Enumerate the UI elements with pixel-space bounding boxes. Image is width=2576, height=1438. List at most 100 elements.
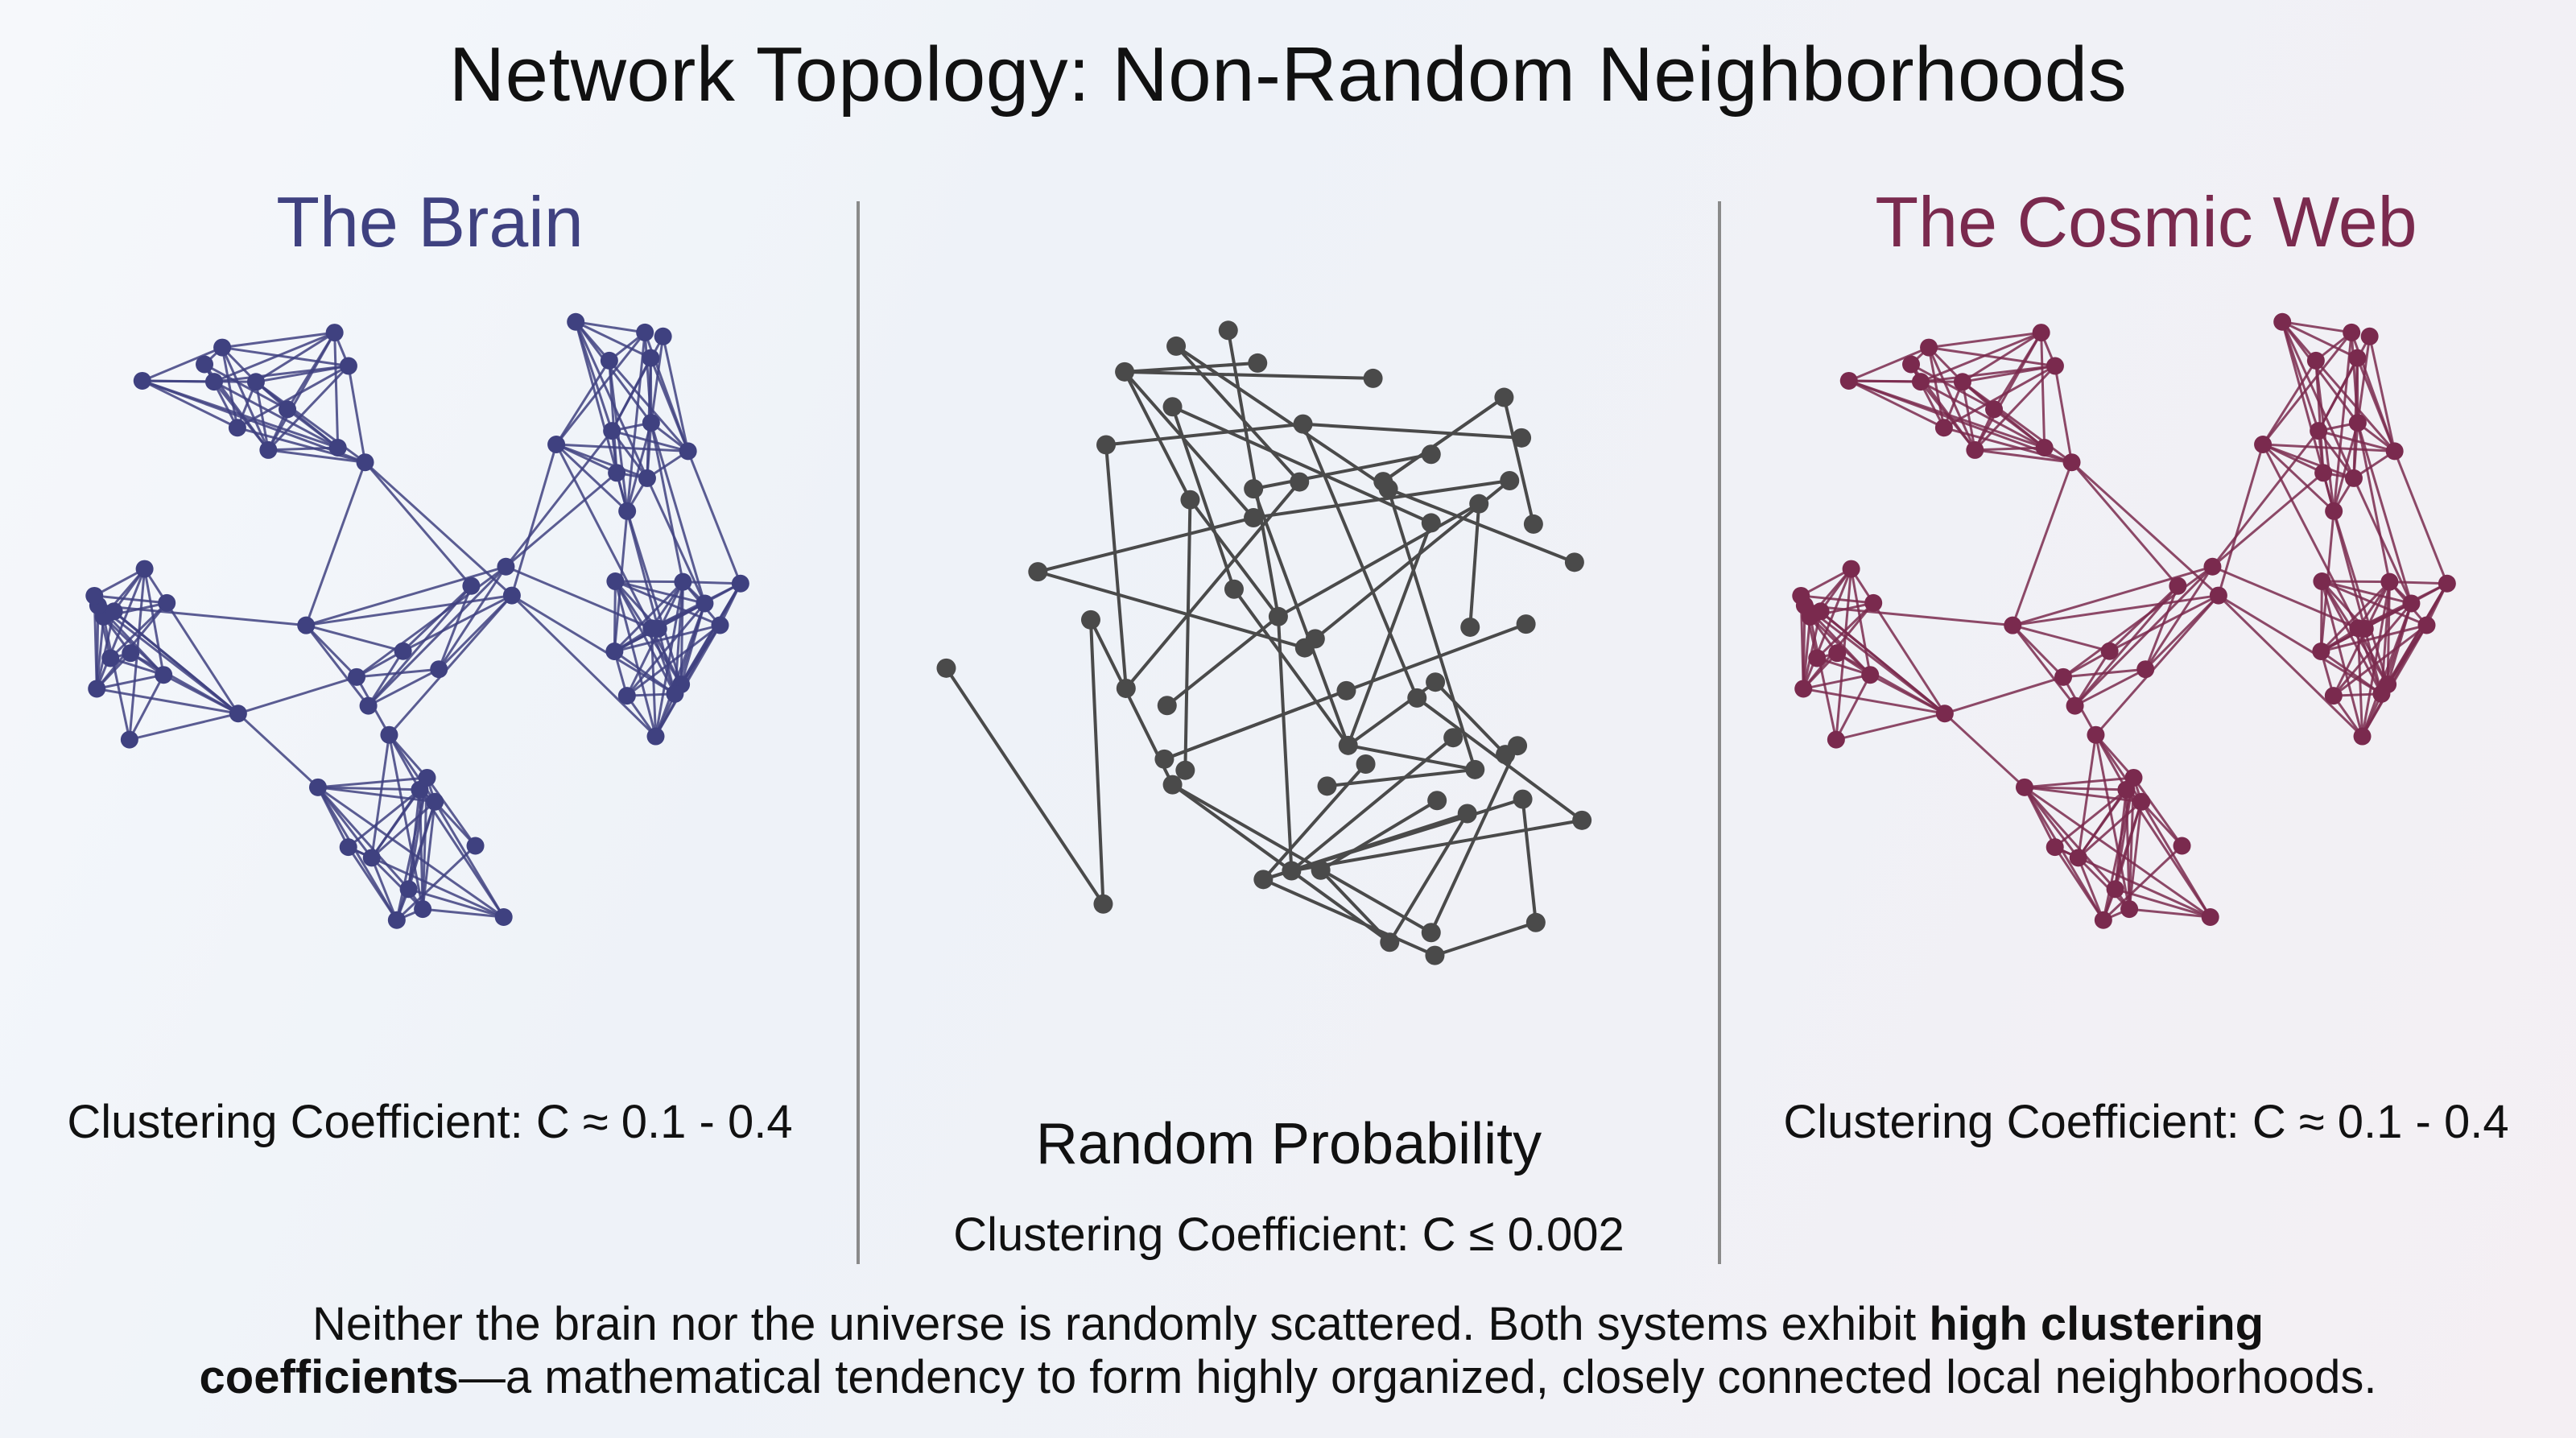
network-node [600,351,618,370]
network-edge [674,583,742,695]
network-edge [388,733,428,779]
network-node [1828,644,1847,663]
network-node [2106,880,2124,899]
network-edge [2317,430,2355,479]
network-edge [129,712,239,742]
network-node [2136,660,2155,679]
network-edge [511,594,676,696]
network-edge [2322,472,2367,630]
page-title: Network Topology: Non-Random Neighborhoo… [448,31,2128,118]
network-edge [555,443,648,480]
network-node [2062,453,2081,472]
network-node [1096,435,1117,455]
network-edge [613,581,617,652]
network-node [2173,837,2191,855]
network-node [2087,725,2105,744]
network-edge [402,585,473,652]
network-node [1115,362,1135,382]
network-node [328,439,347,457]
network-node [1180,490,1200,510]
network-node [120,730,138,749]
network-edge [1104,444,1128,689]
network-node [608,464,626,482]
network-node [497,557,515,576]
network-edge [1802,687,1946,715]
network-edge [419,789,505,918]
network-node [1407,688,1427,708]
network-node [88,680,106,698]
network-edge [364,461,473,587]
network-node [1175,760,1195,780]
network-edge [1183,499,1192,771]
network-node [2306,351,2325,370]
network-node [646,727,665,746]
network-node [414,900,432,919]
network-edge [2322,580,2412,605]
network-node [2344,469,2363,487]
network-node [339,838,357,857]
network-node [297,616,316,634]
network-node [1218,320,1238,341]
network-node [2066,696,2084,715]
network-node [101,649,120,667]
network-edge [2128,801,2143,910]
network-node [279,400,297,419]
network-node [731,574,749,593]
network-node [1427,791,1447,811]
network-edge [370,800,436,859]
network-node [1363,368,1383,388]
network-node [399,880,418,899]
network-edge [2281,320,2358,359]
network-edge [650,336,665,424]
network-edge [2070,461,2179,587]
network-edge [143,568,165,676]
network-edge [2023,786,2116,890]
random-probability-heading: Random Probability [1035,1112,1542,1176]
network-edge [422,907,504,919]
network-edge [268,448,365,464]
network-node [547,435,566,453]
network-node [2385,442,2404,461]
network-node [325,324,344,342]
cosmic-panel-title: The Cosmic Web [1875,182,2417,262]
network-edge [370,857,424,911]
network-edge [2261,444,2359,629]
network-node [1248,353,1268,373]
network-edge [608,360,618,473]
network-edge [2144,565,2214,671]
network-node [246,373,265,391]
network-node [1421,923,1441,943]
network-node [2201,908,2219,927]
random-clustering-caption: Clustering Coefficient: C ≤ 0.002 [953,1209,1624,1261]
network-edge [2012,624,2111,653]
network-edge [96,687,239,715]
network-edge [2332,332,2353,511]
network-edge [2314,360,2325,473]
network-edge [1124,361,1258,374]
network-edge [1171,405,1432,525]
network-node [1443,728,1463,748]
cosmic-clustering-caption: Clustering Coefficient: C ≈ 0.1 - 0.4 [1783,1096,2509,1148]
network-edge [1502,397,1535,525]
network-node [1920,338,1938,357]
network-edge [421,801,436,910]
left-divider [857,201,860,1264]
network-edge [237,676,357,715]
network-edge [2262,443,2324,474]
footer-bold-2: coefficients [199,1351,459,1403]
network-edge [1975,446,2045,452]
network-edge [2074,667,2146,707]
network-edge [364,461,513,597]
network-edge [2062,565,2214,679]
network-node [1093,894,1113,914]
network-edge [367,565,507,707]
network-node [2349,619,2368,638]
network-edge [2320,581,2363,737]
network-edge [575,320,646,334]
network-edge [1166,615,1280,707]
network-edge [130,651,239,715]
network-edge [1348,743,1476,771]
network-node [2046,357,2064,375]
network-edge [1944,676,2064,715]
network-edge [2262,443,2395,452]
